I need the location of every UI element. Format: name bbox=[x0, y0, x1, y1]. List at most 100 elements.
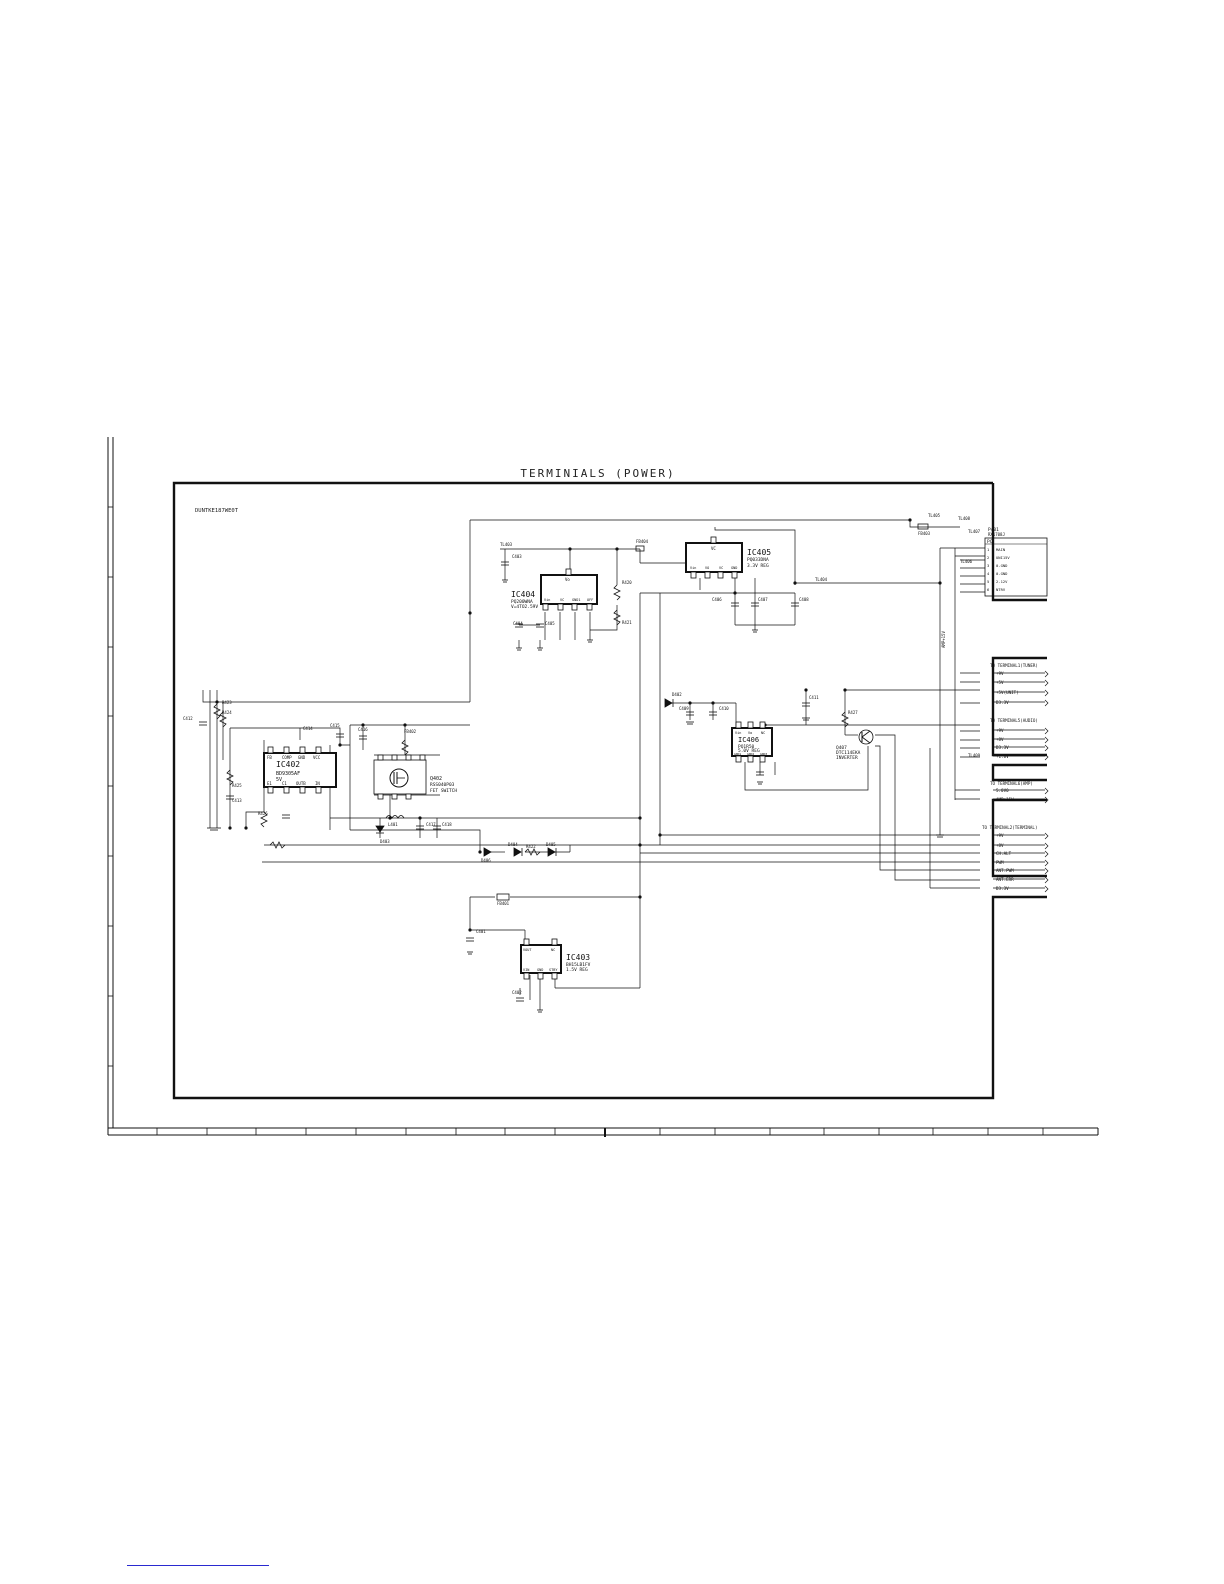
label-d402: D402 bbox=[672, 692, 682, 697]
section-audio-sig-2: +8V bbox=[996, 737, 1004, 742]
section-tuner-sig-4: D3.3V bbox=[996, 700, 1009, 705]
label-c401: C401 bbox=[476, 929, 486, 934]
ic405-desc: 3.3V REG bbox=[747, 563, 769, 569]
section-amp-title: TO TERMINAL6(AMP) bbox=[990, 781, 1033, 786]
p401-pin-1-num: 1 bbox=[987, 547, 990, 552]
ic403-pin-stby: STBY bbox=[549, 968, 558, 972]
label-c406: C406 bbox=[712, 597, 722, 602]
ic404-pin-vin: Vin bbox=[544, 598, 550, 602]
label-l401: L401 bbox=[388, 822, 398, 827]
label-c416: C416 bbox=[358, 727, 368, 732]
p401-pin-2-name: UNI15V bbox=[996, 555, 1010, 560]
p401-pin-3-num: 3 bbox=[987, 563, 989, 568]
label-r424: R424 bbox=[222, 710, 232, 715]
section-audio-sig-3: D3.3V bbox=[996, 745, 1009, 750]
label-c413: C413 bbox=[232, 798, 242, 803]
doc-number: DUNTKE187WE0T bbox=[195, 508, 239, 514]
ic405-pin-vo: VO bbox=[705, 566, 709, 570]
grid-frame bbox=[107, 437, 1099, 1137]
label-fb402: FB402 bbox=[404, 729, 417, 734]
ic405-pin-gnd: GND bbox=[731, 566, 737, 570]
passives bbox=[199, 523, 929, 1002]
section-amp-sig-2: AMP+15V bbox=[996, 797, 1014, 802]
ic406-pin-nc: NC bbox=[761, 731, 765, 735]
footer-link-rule bbox=[127, 1565, 269, 1566]
ic404-pin-gnd1: GND1 bbox=[572, 598, 580, 602]
section-audio-sig-4: +1.8V bbox=[996, 754, 1009, 759]
ic402-pin-e1: E1 bbox=[267, 781, 272, 786]
q402-fet: Q402 RSS040P03 FET SWITCH bbox=[373, 754, 457, 800]
section-tuner: TO TERMINAL1(TUNER) +9V +5V +5V(UNIT) D3… bbox=[990, 663, 1038, 705]
ic405-pin-vc-top: VC bbox=[711, 546, 716, 551]
label-c402: C402 bbox=[512, 990, 522, 995]
label-tl407: TL407 bbox=[968, 529, 981, 534]
q407-inverter: Q407 DTC114EKA INVERTER bbox=[836, 729, 874, 761]
label-c410: C410 bbox=[719, 706, 729, 711]
ic402-pin-gnd: GND bbox=[298, 755, 306, 760]
label-tl404: TL404 bbox=[815, 577, 828, 582]
label-fb403: FB403 bbox=[918, 531, 931, 536]
ic406-pin-gnd1: GND1 bbox=[734, 752, 741, 756]
ic404-pin-off: OFF bbox=[587, 598, 593, 602]
section-terminal-sig-6: ANT.ERR bbox=[996, 877, 1014, 882]
ic403-pin-nc: NC bbox=[551, 948, 555, 952]
section-amp: TO TERMINAL6(AMP) 5.0V0 AMP+15V bbox=[990, 781, 1033, 802]
ic402-pin-c1: C1 bbox=[282, 781, 287, 786]
label-d403: D403 bbox=[380, 839, 390, 844]
ic405-ref: IC405 bbox=[747, 548, 771, 557]
ic402-desc: 5V bbox=[276, 777, 282, 783]
label-tl408: TL408 bbox=[958, 516, 971, 521]
ic402-part: BD9305AF bbox=[276, 771, 300, 777]
wiring bbox=[202, 519, 985, 1010]
q407-desc: INVERTER bbox=[836, 755, 858, 761]
ic405: VC Vin VO VC GND IC405 PQ033DNA 3.3V REG bbox=[685, 536, 771, 579]
sheet-border bbox=[172, 481, 1047, 1100]
ic405-pin-vin: Vin bbox=[690, 566, 696, 570]
ic406-pin-gnd3: GND3 bbox=[760, 752, 767, 756]
q407-part: DTC114EKA bbox=[836, 750, 861, 756]
section-terminal-title: TO TERMINAL2(TERMINAL) bbox=[982, 825, 1037, 830]
label-c407: C407 bbox=[758, 597, 768, 602]
sheet-title: TERMINIALS (POWER) bbox=[520, 467, 675, 480]
p401-pin-6-name: NTRV bbox=[996, 587, 1006, 592]
label-r427: R427 bbox=[848, 710, 858, 715]
ic402-pin-vcc: VCC bbox=[313, 755, 321, 760]
p401-ref: P401 bbox=[988, 527, 999, 533]
section-audio-title: TO TERMINAL5(AUDIO) bbox=[990, 718, 1038, 723]
ic403-desc: 1.5V REG bbox=[566, 967, 588, 973]
ic403-pin-vout: VOUT bbox=[523, 948, 532, 952]
p401-pin-4-name: 0-GND bbox=[996, 571, 1008, 576]
p401-pin-6-num: 6 bbox=[987, 587, 990, 592]
label-tl406: TL406 bbox=[960, 559, 973, 564]
junctions bbox=[215, 518, 942, 932]
label-c408: C408 bbox=[799, 597, 809, 602]
ic402-pin-in: IN bbox=[315, 781, 320, 786]
q402-ref: Q402 bbox=[430, 776, 442, 782]
section-tuner-sig-2: +5V bbox=[996, 680, 1004, 685]
ic404-part: PQ200WNA bbox=[511, 599, 533, 605]
ic404-ref: IC404 bbox=[511, 590, 535, 599]
label-r426: R426 bbox=[258, 811, 268, 816]
p401-pin-4-num: 4 bbox=[987, 571, 990, 576]
p401-label: PC bbox=[987, 539, 993, 545]
label-d406: D406 bbox=[481, 858, 491, 863]
ic403: VOUT NC VIN GND STBY IC403 BH15LB1FV 1.5… bbox=[520, 938, 591, 980]
ic406-ref: IC406 bbox=[738, 736, 759, 744]
p401-pin-5-name: 2-12V bbox=[996, 579, 1008, 584]
section-terminal-sig-2: +8V bbox=[996, 843, 1004, 848]
label-r421: R421 bbox=[622, 620, 632, 625]
section-tuner-sig-3: +5V(UNIT) bbox=[996, 690, 1019, 695]
label-r423: R423 bbox=[222, 700, 232, 705]
section-tuner-sig-1: +9V bbox=[996, 671, 1004, 676]
label-c418: C418 bbox=[442, 822, 452, 827]
label-bus-amp15v: AMP+15V bbox=[941, 631, 946, 648]
label-fb404: FB404 bbox=[636, 539, 649, 544]
label-c412: C412 bbox=[183, 716, 193, 721]
label-c417: C417 bbox=[426, 822, 436, 827]
label-c405: C405 bbox=[545, 621, 555, 626]
ic406: Vin Vo NC IC406 PQ1R50 5.0V REG GND1 GND… bbox=[731, 721, 773, 763]
label-tl405: TL405 bbox=[928, 513, 941, 518]
ic402-ref: IC402 bbox=[276, 760, 300, 769]
label-fb401: FB401 bbox=[497, 901, 510, 906]
